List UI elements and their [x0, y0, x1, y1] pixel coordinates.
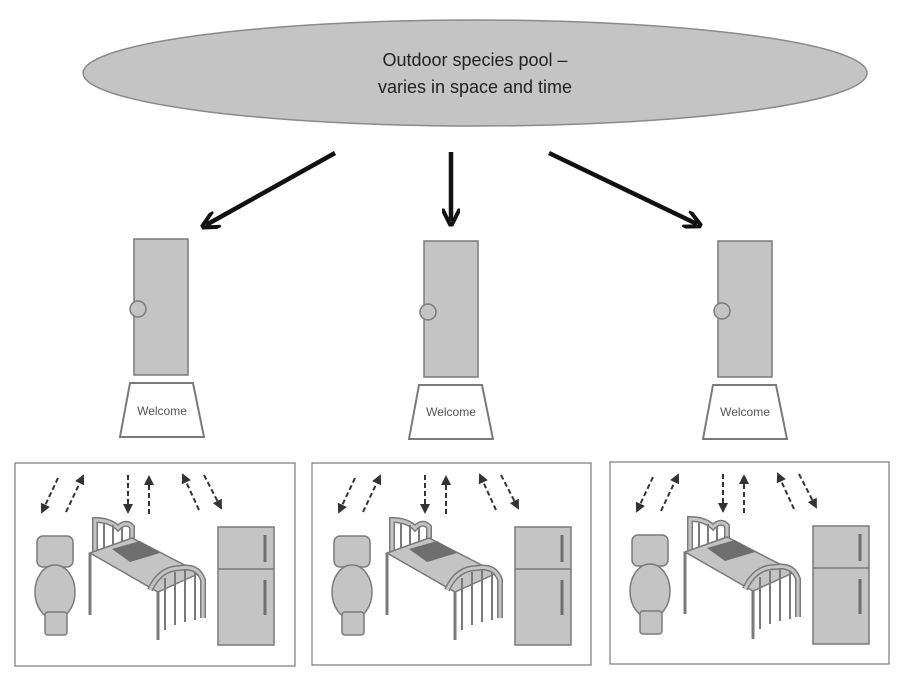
fridge: [514, 526, 572, 646]
toilet-bowl: [34, 564, 76, 620]
bed-sheet: [409, 541, 457, 562]
exchange-arrows: [337, 473, 519, 514]
welcome-mat-2: Welcome: [407, 384, 495, 440]
bed-headboard-inner: [390, 518, 431, 566]
dashed-arrow: [181, 473, 200, 511]
door-knob: [713, 302, 731, 320]
bed-footboard-inner: [148, 566, 205, 618]
welcome-mat: [407, 384, 495, 440]
toilet-bowl: [331, 564, 373, 620]
bed-sheet: [112, 541, 160, 562]
dashed-arrow: [776, 472, 795, 510]
dashed-arrow: [362, 474, 382, 513]
dashed-arrow: [337, 477, 356, 514]
dashed-arrow: [65, 474, 85, 513]
room-interior-3: [629, 472, 870, 645]
door-knob: [419, 303, 437, 321]
toilet-tank: [333, 535, 371, 568]
arrow-to-house-3: [548, 150, 697, 224]
toilet-base: [44, 611, 68, 636]
bed-footboard-rails: [759, 569, 791, 629]
room-interior-2: [331, 473, 572, 646]
fridge: [812, 525, 870, 645]
fridge: [217, 526, 275, 646]
room-interiors: [34, 472, 870, 646]
toilet-base: [341, 611, 365, 636]
dashed-arrow: [203, 474, 222, 510]
room-interior-1: [34, 473, 275, 646]
bed: [385, 516, 503, 640]
welcome-mat-text: Welcome: [720, 405, 770, 419]
bed-footboard-rails: [461, 570, 493, 630]
arrow-to-house-1: [206, 151, 337, 225]
dashed-arrow: [660, 473, 680, 512]
bed-headboard-inner: [93, 518, 134, 566]
door-1: [129, 238, 189, 376]
bed-headboard-inner: [688, 517, 729, 565]
pool-label-line2: varies in space and time: [378, 77, 572, 97]
welcome-mat-1: Welcome: [118, 382, 206, 438]
bed-footboard-inner: [743, 565, 800, 617]
door-knob: [129, 300, 147, 318]
toilet-base: [639, 610, 663, 635]
pool-label-line1: Outdoor species pool –: [382, 50, 567, 70]
welcome-mat: [701, 384, 789, 440]
dashed-arrow: [635, 476, 654, 513]
dispersal-arrows: [206, 150, 697, 225]
bed-footboard-inner: [445, 566, 502, 618]
bed: [683, 515, 801, 639]
exchange-arrows: [635, 472, 817, 513]
door-panel: [133, 238, 189, 376]
welcome-mat: [118, 382, 206, 438]
welcome-mat-text: Welcome: [426, 405, 476, 419]
bed-footboard-rails: [164, 570, 196, 630]
welcome-mat-3: Welcome: [701, 384, 789, 440]
door-2: [419, 240, 479, 378]
dashed-arrow: [500, 474, 519, 510]
dashed-arrow: [798, 473, 817, 509]
toilet: [629, 534, 671, 635]
bed: [88, 516, 206, 640]
dashed-arrow: [478, 473, 497, 511]
exchange-arrows: [40, 473, 222, 514]
dashed-arrow: [40, 477, 59, 514]
outdoor-species-pool: Outdoor species pool – varies in space a…: [82, 19, 868, 127]
toilet: [34, 535, 76, 636]
door-3: [713, 240, 773, 378]
pool-ellipse: [82, 19, 868, 127]
welcome-mat-text: Welcome: [137, 404, 187, 418]
bed-sheet: [707, 540, 755, 561]
toilet-tank: [631, 534, 669, 567]
toilet-tank: [36, 535, 74, 568]
toilet-bowl: [629, 563, 671, 619]
toilet: [331, 535, 373, 636]
